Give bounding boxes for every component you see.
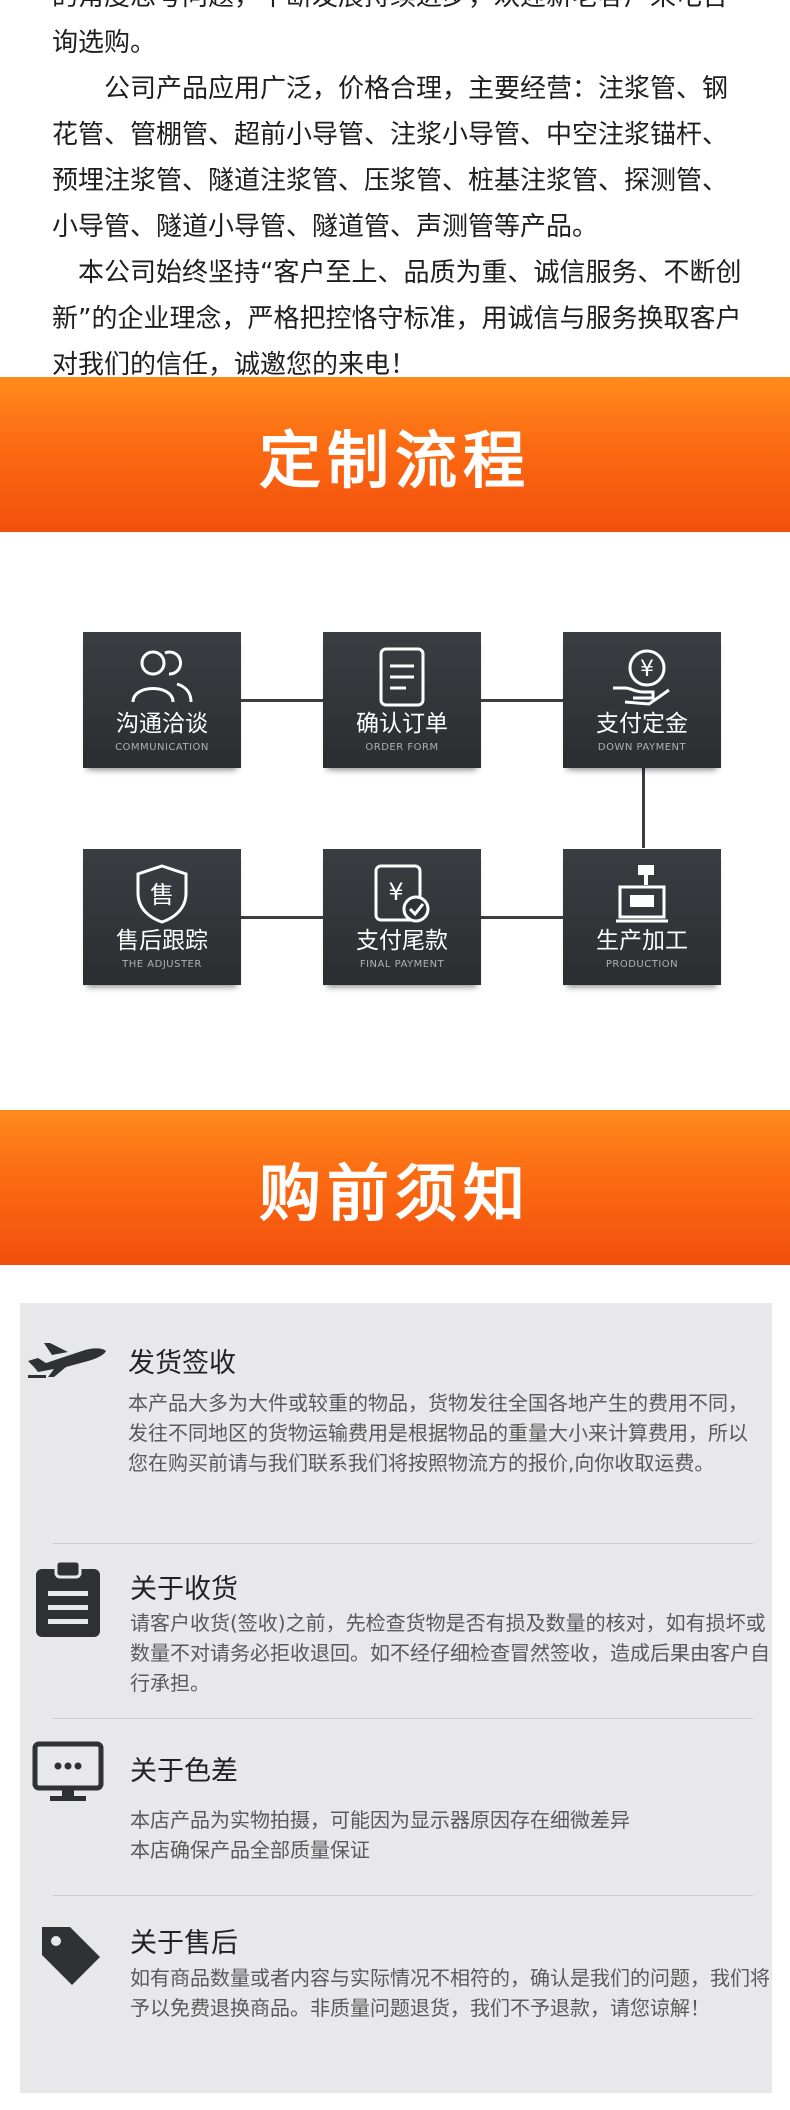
notice-heading: 关于售后 (130, 1928, 238, 1959)
svg-text:售: 售 (150, 881, 174, 909)
step-final-payment: ¥ 支付尾款 FINAL PAYMENT (323, 849, 481, 985)
step-order-form: 确认订单 ORDER FORM (323, 632, 481, 768)
step-label-en: ORDER FORM (365, 742, 439, 753)
step-adjuster: 售 售后跟踪 THE ADJUSTER (83, 849, 241, 985)
notice-body-line: 本店产品为实物拍摄，可能因为显示器原因存在细微差异 (130, 1808, 630, 1832)
step-label-en: PRODUCTION (605, 959, 679, 970)
step-label: 确认订单 (356, 711, 448, 737)
notice-body: 本店产品为实物拍摄，可能因为显示器原因存在细微差异 本店确保产品全部质量保证 (130, 1805, 750, 1865)
step-label: 售后跟踪 (116, 928, 208, 954)
step-label: 沟通洽谈 (116, 711, 208, 737)
intro-paragraph-products: 公司产品应用广泛，价格合理，主要经营：注浆管、钢花管、管棚管、超前小导管、注浆小… (52, 74, 729, 242)
airplane-icon (28, 1343, 106, 1378)
intro-text: 的角度思考问题，不断发展持续进步，欢迎新老客户来电咨 询选购。 公司产品应用广泛… (52, 0, 742, 388)
flow-connector (480, 699, 564, 702)
notice-body-line: 本店确保产品全部质量保证 (130, 1838, 370, 1862)
intro-cut-line: 的角度思考问题，不断发展持续进步，欢迎新老客户来电咨 (52, 0, 742, 20)
flow-connector (240, 916, 324, 919)
process-banner: 定制流程 (0, 377, 790, 532)
step-label: 支付定金 (596, 711, 688, 737)
step-label: 生产加工 (596, 928, 688, 954)
divider (53, 1718, 753, 1719)
notice-body: 请客户收货(签收)之前，先检查货物是否有损及数量的核对，如有损坏或数量不对请务必… (130, 1611, 770, 1695)
clipboard-icon (36, 1559, 100, 1637)
notice-heading: 关于色差 (130, 1756, 238, 1787)
step-down-payment: ¥ 支付定金 DOWN PAYMENT (563, 632, 721, 768)
svg-text:¥: ¥ (640, 657, 654, 682)
tag-icon (42, 1927, 100, 1985)
notice-heading: 发货签收 (128, 1348, 236, 1379)
step-production: 生产加工 PRODUCTION (563, 849, 721, 985)
step-label-en: FINAL PAYMENT (359, 959, 445, 970)
notice-body: 如有商品数量或者内容与实际情况不相符的，确认是我们的问题，我们将予以免费退换商品… (130, 1966, 770, 2020)
intro-paragraph-philosophy: 本公司始终坚持“客户至上、品质为重、诚信服务、不断创新”的企业理念，严格把控恪守… (52, 258, 742, 380)
yuan-check-icon: ¥ (374, 864, 430, 923)
notice-heading: 关于收货 (130, 1574, 238, 1605)
flow-connector (240, 699, 324, 702)
process-flow: 沟通洽谈 COMMUNICATION 确认订单 ORDER FORM ¥ 支付定… (0, 532, 790, 1110)
process-title: 定制流程 (258, 423, 531, 497)
flow-connector (642, 768, 645, 848)
notice-title: 购前须知 (258, 1156, 531, 1230)
flow-connector (480, 916, 564, 919)
notice-body: 本产品大多为大件或较重的物品，货物发往全国各地产生的费用不同，发往不同地区的货物… (128, 1391, 748, 1475)
document-icon (379, 647, 425, 707)
monitor-icon (32, 1741, 104, 1801)
divider (53, 1543, 753, 1544)
step-label-en: THE ADJUSTER (122, 959, 202, 970)
step-label-en: DOWN PAYMENT (597, 742, 687, 753)
people-icon (131, 650, 193, 703)
step-communication: 沟通洽谈 COMMUNICATION (83, 632, 241, 768)
divider (53, 1895, 753, 1896)
intro-line-2: 询选购。 (52, 28, 157, 58)
step-label: 支付尾款 (356, 928, 448, 954)
step-label-en: COMMUNICATION (115, 742, 209, 753)
machine-icon (616, 865, 668, 923)
notice-banner: 购前须知 (0, 1110, 790, 1265)
shield-icon: 售 (136, 864, 188, 924)
svg-text:¥: ¥ (388, 878, 403, 906)
yuan-hand-icon: ¥ (613, 649, 670, 706)
notice-panel: 发货签收 本产品大多为大件或较重的物品，货物发往全国各地产生的费用不同，发往不同… (20, 1303, 772, 2093)
